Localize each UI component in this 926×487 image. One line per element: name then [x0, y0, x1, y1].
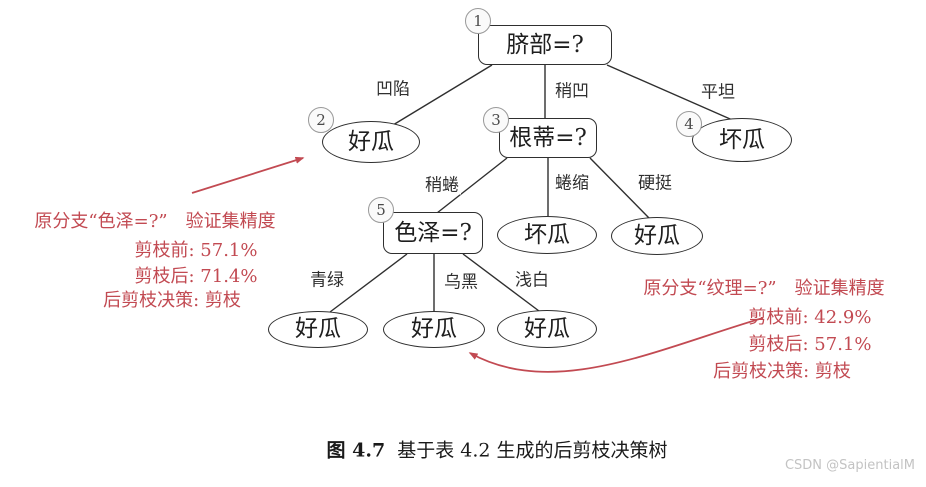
edge-node5-leaf-qianbai [462, 253, 540, 312]
node-number-badge-4: 4 [676, 111, 702, 137]
leaf-node-good-melon-green: 好瓜 [268, 311, 368, 348]
branch-label-curled: 蜷缩 [553, 173, 591, 194]
branch-label-stiff: 硬挺 [636, 173, 674, 194]
edge-root-node4 [606, 64, 738, 123]
edge-node5-leaf-qinglv [329, 253, 408, 313]
node-number-4: 4 [684, 114, 694, 133]
leaf-node-good-melon-stiff-label: 好瓜 [634, 222, 680, 249]
node-number-badge-5: 5 [368, 197, 394, 223]
edge-root-node2 [392, 64, 493, 126]
leaf-node-good-melon-pale: 好瓜 [497, 310, 597, 348]
node-number-5: 5 [376, 200, 386, 219]
branch-label-slightly-sunken: 稍凹 [553, 81, 591, 102]
decision-node-color-label: 色泽=? [394, 219, 472, 246]
watermark: CSDN @SapientialM [784, 458, 915, 473]
decision-node-root-label: 根蒂=? [509, 124, 587, 151]
leaf-node-bad-melon-curled-label: 坏瓜 [524, 221, 570, 248]
leaf-node-good-melon-pale-label: 好瓜 [524, 315, 570, 342]
annotation-right-title: 原分支“纹理=?” 验证集精度 [643, 278, 885, 299]
leaf-node-bad-melon-curled: 坏瓜 [497, 216, 597, 254]
leaf-node-good-melon-dark-label: 好瓜 [411, 316, 457, 342]
leaf-node-good-melon-sunken: 好瓜 [322, 121, 420, 163]
decision-node-navel-label: 脐部=? [506, 31, 584, 58]
figure-caption-text: 基于表 4.2 生成的后剪枝决策树 [397, 439, 668, 462]
node-number-badge-2: 2 [308, 107, 334, 133]
node-number-2: 2 [316, 110, 326, 129]
branch-label-green: 青绿 [308, 270, 346, 291]
edge-node3-leaf-yingting [589, 157, 650, 219]
node-number-badge-1: 1 [465, 8, 491, 34]
branch-label-pale: 浅白 [513, 270, 551, 291]
branch-label-dark: 乌黑 [442, 272, 480, 293]
node-number-badge-3: 3 [483, 107, 509, 133]
decision-node-root: 根蒂=? [499, 118, 597, 158]
node-number-3: 3 [491, 110, 501, 129]
leaf-node-bad-melon-flat: 坏瓜 [692, 118, 792, 162]
leaf-node-good-melon-sunken-label: 好瓜 [348, 128, 394, 155]
annotation-right-after: 剪枝后: 57.1% [748, 334, 872, 355]
branch-label-flat: 平坦 [699, 82, 737, 103]
annotation-left-title: 原分支“色泽=?” 验证集精度 [34, 211, 276, 232]
annotation-left-before: 剪枝前: 57.1% [134, 240, 258, 261]
leaf-node-good-melon-dark: 好瓜 [383, 311, 485, 348]
figure-caption: 图 4.7 基于表 4.2 生成的后剪枝决策树 [326, 439, 668, 462]
figure-caption-number: 图 4.7 [326, 439, 386, 462]
branch-label-slightly-curled: 稍蜷 [423, 175, 461, 196]
annotation-right-before: 剪枝前: 42.9% [748, 307, 872, 328]
leaf-node-good-melon-green-label: 好瓜 [295, 316, 341, 342]
edge-node3-node5 [436, 157, 508, 214]
annotation-right-decision: 后剪枝决策: 剪枝 [713, 361, 851, 382]
annotation-left-after: 剪枝后: 71.4% [134, 266, 258, 287]
node-number-1: 1 [473, 11, 483, 30]
leaf-node-bad-melon-flat-label: 坏瓜 [719, 126, 765, 153]
pruning-arrow-left [191, 156, 305, 194]
decision-node-color: 色泽=? [383, 212, 483, 254]
leaf-node-good-melon-stiff: 好瓜 [611, 217, 703, 255]
pruning-arrow-right [468, 317, 764, 373]
branch-label-sunken: 凹陷 [374, 79, 412, 100]
annotation-left-decision: 后剪枝决策: 剪枝 [103, 290, 241, 311]
decision-node-navel: 脐部=? [478, 25, 612, 65]
